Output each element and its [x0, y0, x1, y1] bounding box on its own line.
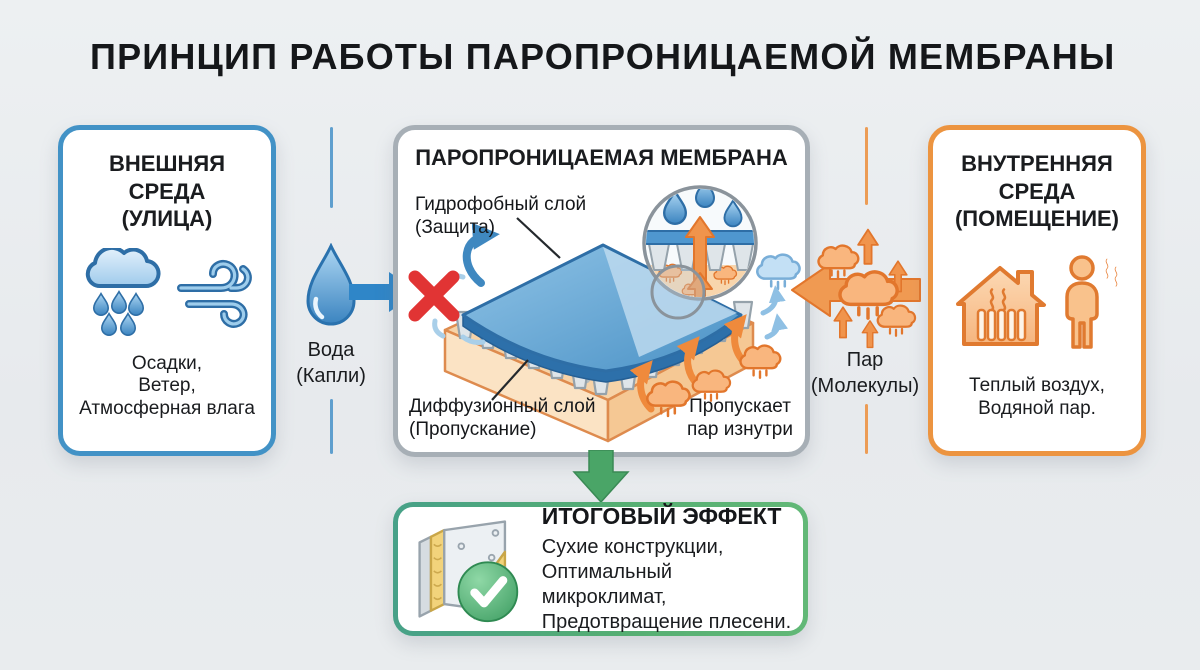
wall-section-icon [418, 520, 519, 623]
connector-line-orange-bottom [865, 404, 868, 454]
vapor-label: Пар (Молекулы) [810, 349, 920, 397]
rain-cloud-icon [85, 247, 161, 336]
connector-line-orange-top [865, 127, 868, 205]
diffusion-layer-label: Диффузионный слой (Пропускание) [409, 396, 596, 441]
connector-line-blue-bottom [330, 399, 333, 454]
external-card-description: Осадки, Ветер, Атмосферная влага [79, 352, 255, 420]
red-cross-icon [408, 270, 460, 322]
result-title: ИТОГОВЫЙ ЭФФЕКТ [541, 503, 782, 530]
result-card-inner: ИТОГОВЫЙ ЭФФЕКТ Сухие конструкции, Оптим… [398, 503, 803, 633]
page-title: ПРИНЦИП РАБОТЫ ПАРОПРОНИЦАЕМОЙ МЕМБРАНЫ [90, 36, 1116, 77]
membrane-card-title: ПАРОПРОНИЦАЕМАЯ МЕМБРАНА [415, 145, 788, 170]
external-environment-card: ВНЕШНЯЯ СРЕДА (УЛИЦА) [58, 125, 276, 456]
internal-icons-row [933, 233, 1141, 376]
membrane-card: ПАРОПРОНИЦАЕМАЯ МЕМБРАНА Гидрофобный сло… [393, 125, 810, 457]
result-text-block: ИТОГОВЫЙ ЭФФЕКТ Сухие конструкции, Оптим… [541, 503, 792, 633]
wind-icon [177, 259, 252, 328]
external-icons-row [63, 233, 271, 353]
external-card-title: ВНЕШНЯЯ СРЕДА (УЛИЦА) [108, 151, 226, 231]
internal-card-title: ВНУТРЕННЯЯ СРЕДА (ПОМЕЩЕНИЕ) [954, 151, 1120, 231]
hydrophobic-layer-label: Гидрофобный слой (Защита) [415, 194, 587, 239]
down-arrow-icon [572, 450, 630, 504]
vapor-pass-label: Пропускает пар изнутри [687, 396, 793, 441]
water-label: Вода (Капли) [296, 339, 366, 387]
result-card: ИТОГОВЫЙ ЭФФЕКТ Сухие конструкции, Оптим… [393, 502, 808, 636]
person-icon [1065, 255, 1118, 349]
membrane-illustration [408, 185, 801, 443]
connector-line-blue-top [330, 127, 333, 208]
vapor-flow-icon [791, 228, 921, 349]
check-circle-icon [457, 561, 519, 623]
internal-environment-card: ВНУТРЕННЯЯ СРЕДА (ПОМЕЩЕНИЕ) [928, 125, 1146, 456]
house-heating-icon [956, 265, 1046, 346]
internal-card-description: Теплый воздух, Водяной пар. [969, 375, 1105, 420]
